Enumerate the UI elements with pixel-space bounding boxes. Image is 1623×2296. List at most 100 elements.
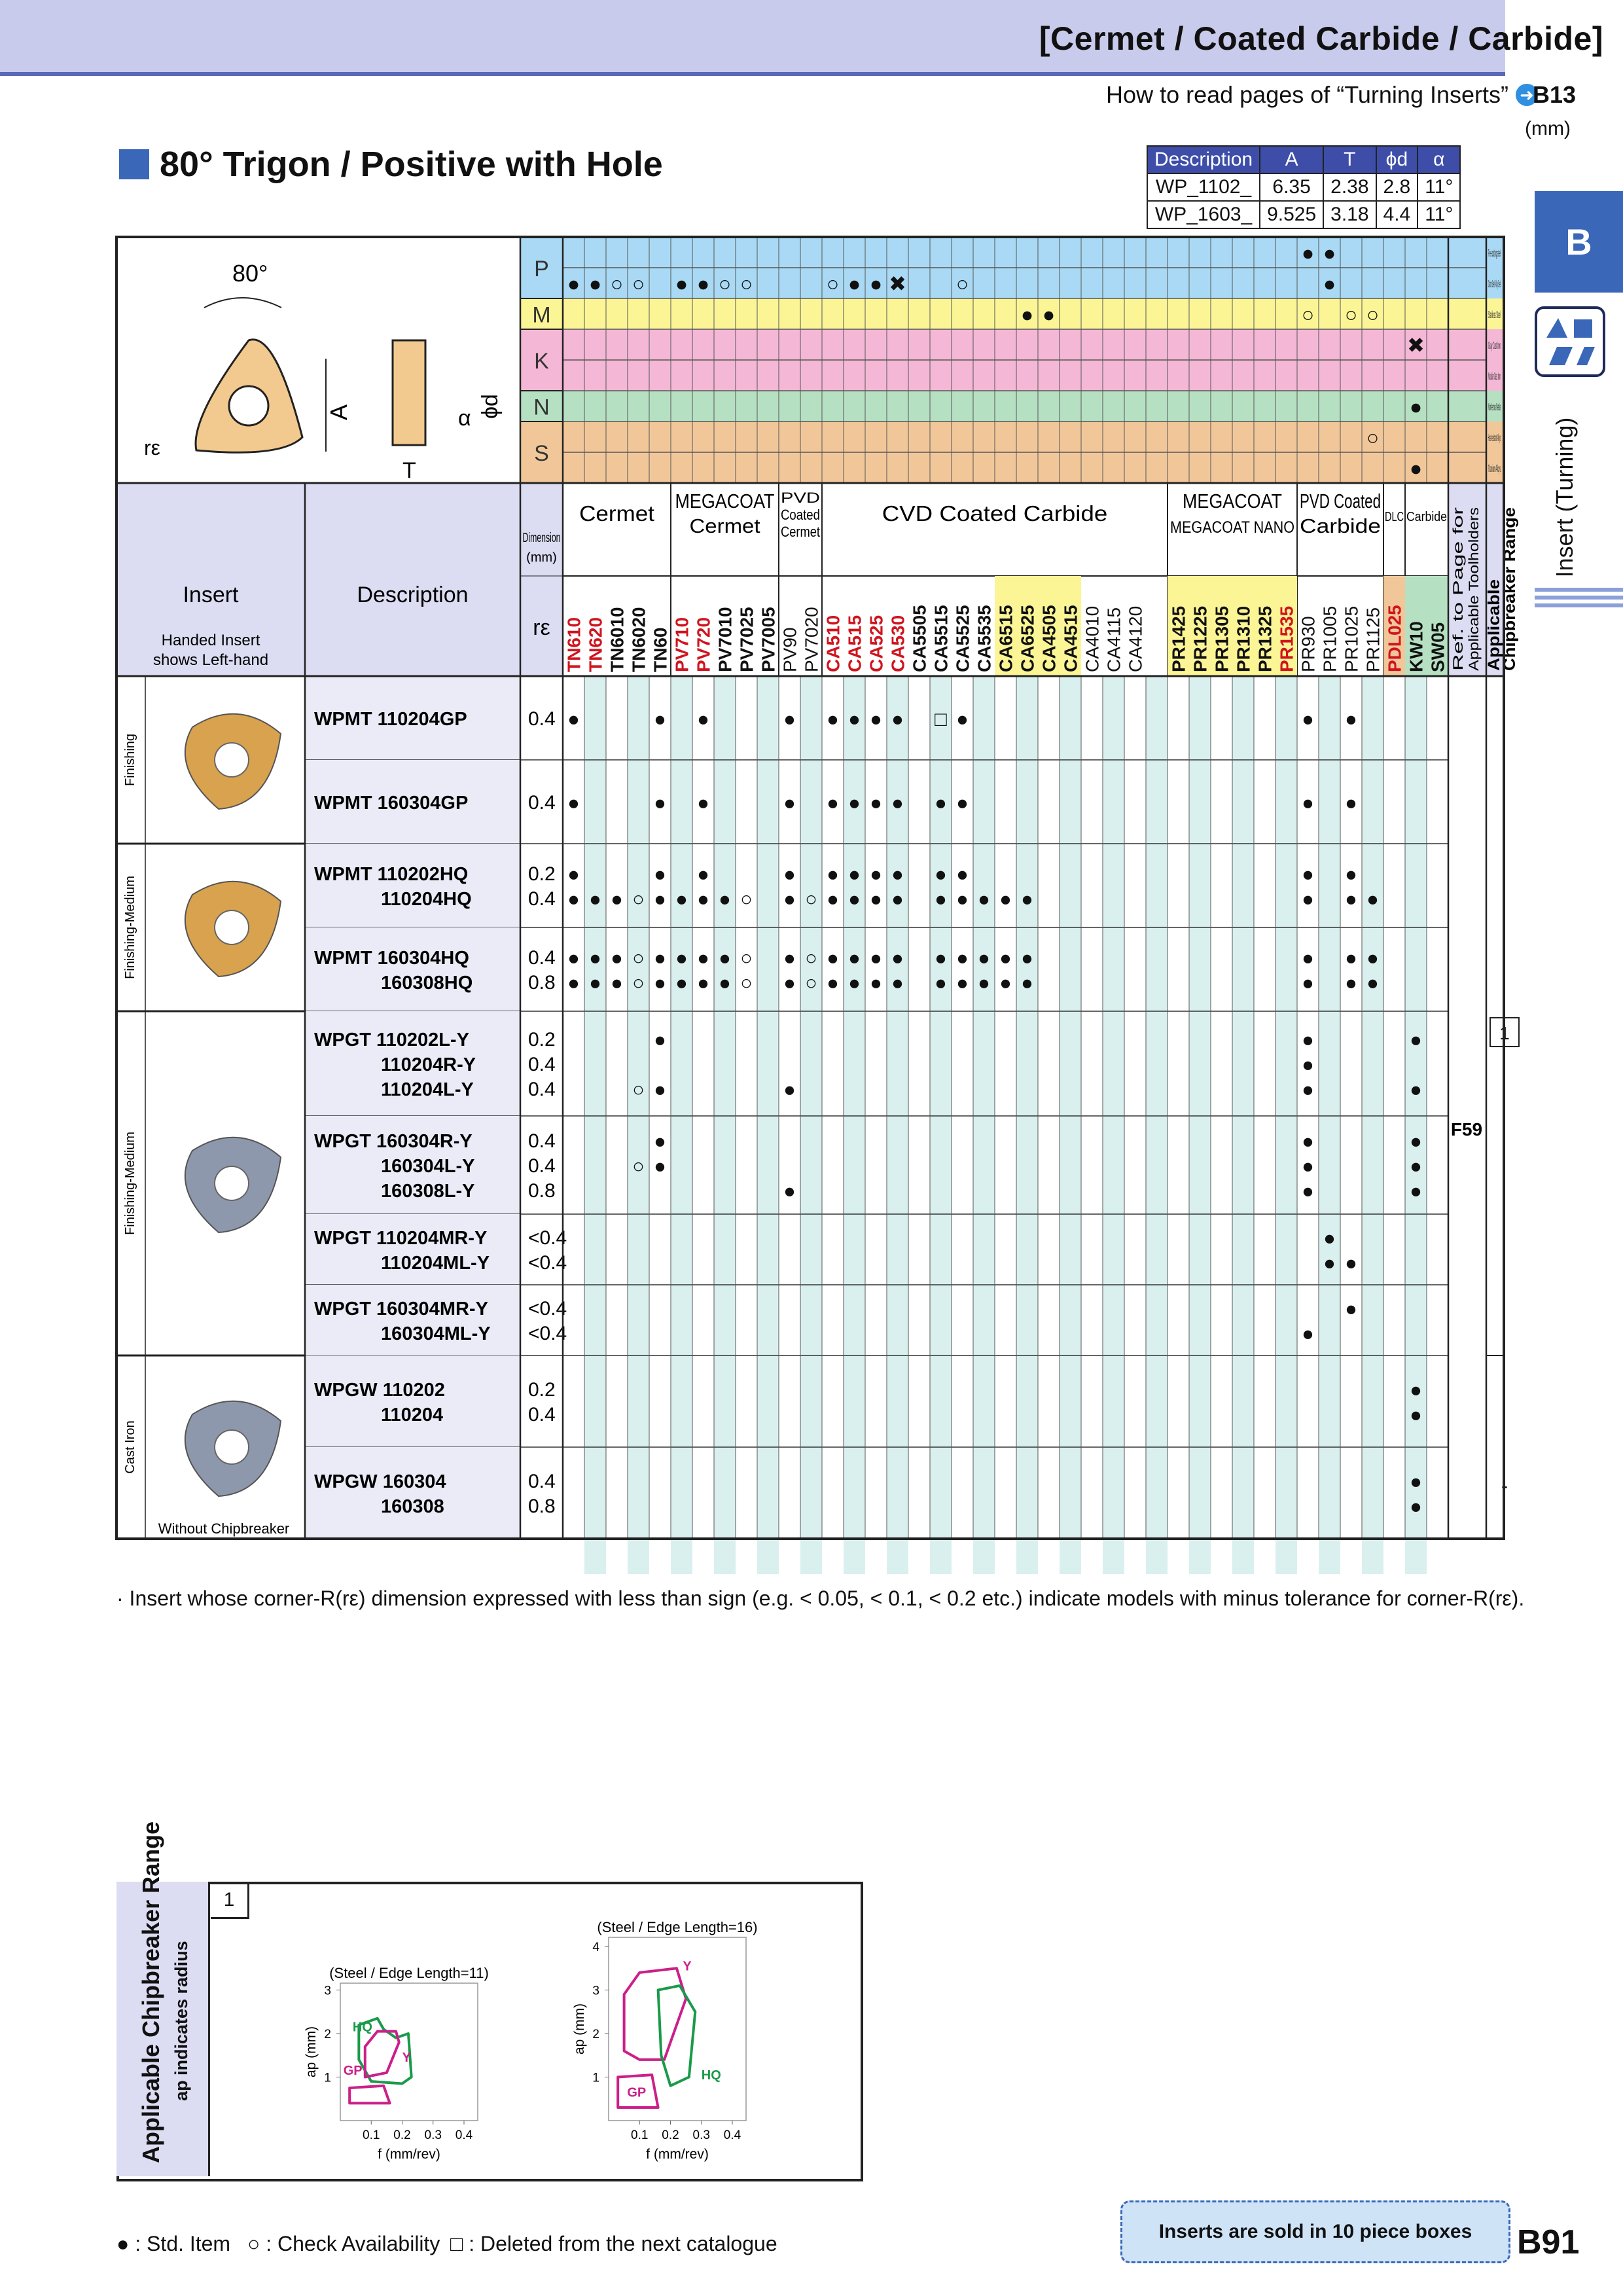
grade-column-bg	[779, 676, 800, 1574]
availability-mark: ●	[827, 708, 839, 730]
availability-mark: ●	[978, 888, 990, 910]
availability-mark: ●	[783, 946, 796, 969]
grade-column-bg	[1016, 676, 1038, 1574]
availability-mark: ○	[805, 971, 817, 994]
availability-mark: ●	[848, 791, 861, 814]
insert-designation: 110204ML-Y	[381, 1253, 490, 1274]
availability-mark: ●	[567, 708, 580, 730]
grade-column-bg	[1297, 676, 1319, 1574]
grade-name: PV7020	[802, 607, 822, 672]
availability-mark: ●	[956, 888, 969, 910]
insert-photo-hole	[214, 742, 249, 778]
corner-radius-value: 0.2	[528, 863, 556, 885]
grade-group-label: Cermet	[781, 524, 820, 540]
legend-std-item: ● : Std. Item	[116, 2232, 231, 2255]
availability-mark: ○	[632, 888, 645, 910]
y-tick-label: 4	[592, 1941, 599, 1954]
description-cell	[305, 844, 520, 927]
corner-radius-value: 0.8	[528, 1496, 556, 1517]
side-rule	[1535, 603, 1623, 607]
how-to-read-ref[interactable]: B13	[1532, 81, 1576, 108]
iso-material-label: Heat-resistant Alloys	[1488, 433, 1501, 444]
grade-name: CA515	[845, 615, 865, 672]
availability-mark: ●	[1410, 1028, 1422, 1051]
iso-suitability-mark: ●	[848, 272, 861, 296]
y-tick-label: 3	[324, 1984, 331, 1998]
grade-group-sublabel: Carbide	[1300, 514, 1381, 537]
grade-column-bg	[1211, 676, 1232, 1574]
insert-designation: 160308HQ	[381, 973, 473, 994]
legend-deleted: □ : Deleted from the next catalogue	[450, 2232, 777, 2255]
grade-column-bg	[1319, 676, 1340, 1574]
how-to-read-link[interactable]: How to read pages of “Turning Inserts”	[1106, 81, 1508, 108]
grade-group-label: MEGACOAT	[675, 490, 775, 512]
availability-mark: ●	[654, 708, 666, 730]
corner-radius-label: rε	[144, 436, 160, 459]
iso-suitability-mark: ✖	[1407, 334, 1425, 357]
insert-designation: WPGW 110202	[314, 1380, 445, 1401]
corner-radius-value: 0.4	[528, 1471, 556, 1492]
availability-mark: ●	[1302, 971, 1314, 994]
ref-page-header: Applicable Toolholders	[1467, 507, 1482, 671]
application-label: Finishing-Medium	[123, 876, 137, 979]
grade-column-bg	[692, 676, 714, 1574]
dim-header-t: T	[1323, 145, 1377, 174]
availability-mark: ●	[567, 791, 580, 814]
grade-name: TN6020	[629, 607, 649, 672]
availability-mark: ●	[1323, 1251, 1336, 1274]
grade-column-bg	[1103, 676, 1124, 1574]
grade-name: PV90	[780, 628, 800, 673]
description-cell	[305, 1447, 520, 1539]
availability-mark: ●	[827, 946, 839, 969]
grade-name: CA5515	[931, 605, 952, 672]
grade-name: PV7010	[715, 607, 736, 672]
grade-group-label: DLC	[1385, 510, 1404, 524]
iso-suitability-mark: ●	[567, 272, 580, 296]
grade-name: PR1425	[1169, 606, 1189, 672]
dim-header-alpha: α	[1417, 145, 1461, 174]
grade-column-bg	[1189, 676, 1211, 1574]
availability-mark: ●	[1302, 1179, 1314, 1202]
grade-column-bg	[584, 676, 606, 1574]
x-tick-label: 0.1	[631, 2128, 648, 2142]
availability-mark: ●	[848, 708, 861, 730]
availability-mark: ●	[589, 946, 601, 969]
availability-mark: ●	[1302, 1130, 1314, 1153]
availability-mark: ●	[1302, 863, 1314, 886]
insert-photo-hole	[214, 1429, 249, 1465]
availability-mark: ●	[956, 863, 969, 886]
grade-name: CA5535	[974, 605, 995, 672]
page-header-title: [Cermet / Coated Carbide / Carbide]	[1039, 20, 1603, 57]
availability-mark: ●	[783, 708, 796, 730]
availability-mark: ●	[1345, 1297, 1357, 1320]
availability-mark: ●	[697, 971, 709, 994]
grade-name-bg	[995, 576, 1016, 676]
iso-suitability-mark: ○	[1366, 426, 1379, 450]
iso-suitability-mark: ●	[1410, 457, 1422, 480]
x-tick-label: 0.4	[724, 2128, 741, 2142]
availability-mark: ●	[654, 791, 666, 814]
availability-mark: ●	[891, 863, 904, 886]
availability-mark: ●	[783, 1179, 796, 1202]
x-tick-label: 0.1	[363, 2128, 380, 2142]
availability-mark: ●	[654, 1155, 666, 1177]
grade-group-label: PVD Coated	[1300, 490, 1381, 512]
grade-column-bg	[800, 676, 822, 1574]
side-rule	[1535, 588, 1623, 592]
chapter-tab-b[interactable]: B	[1535, 191, 1623, 293]
availability-mark: ●	[783, 863, 796, 886]
y-tick-label: 3	[592, 1984, 599, 1998]
grade-name: CA5505	[910, 605, 930, 672]
iso-suitability-mark: ●	[870, 272, 882, 296]
insert-designation: WPMT 110204GP	[314, 709, 467, 730]
dim-header-a: A	[1259, 145, 1325, 174]
grade-column-bg	[563, 676, 584, 1574]
grade-group-label: Carbide	[1406, 510, 1447, 524]
availability-mark: ●	[567, 971, 580, 994]
arrow-right-icon[interactable]: ➜	[1516, 84, 1538, 106]
grade-column-bg	[1275, 676, 1297, 1574]
iso-letter: K	[534, 349, 549, 374]
corner-radius-value: 0.4	[528, 888, 556, 910]
iso-suitability-mark: ○	[1345, 303, 1357, 327]
